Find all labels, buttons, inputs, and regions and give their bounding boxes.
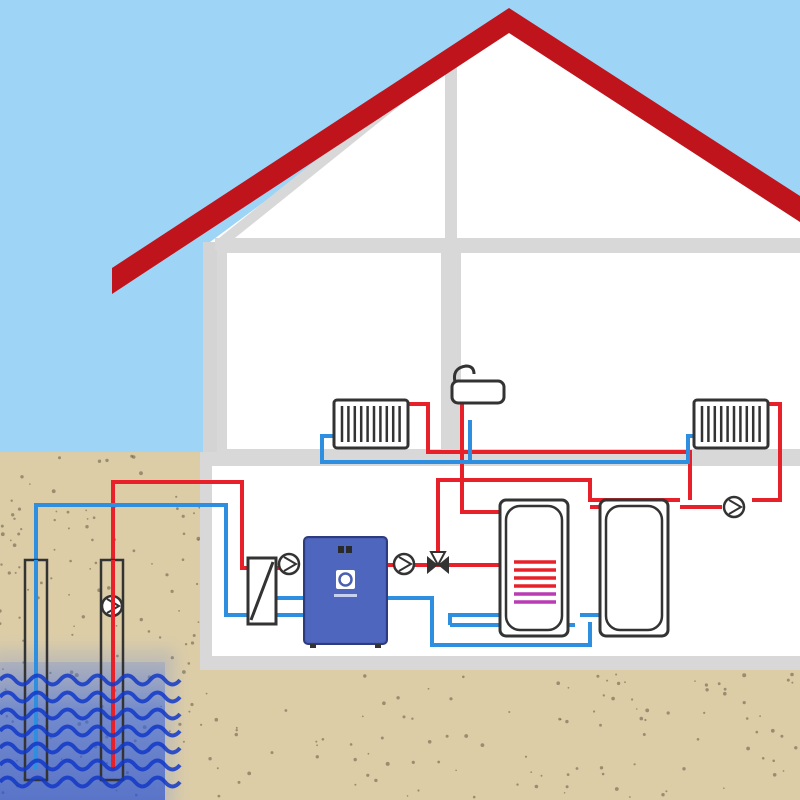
circulation-pump-icon	[392, 552, 416, 576]
roof	[112, 8, 800, 294]
heat-pump-unit-icon	[303, 536, 388, 648]
radiator-fins	[340, 406, 401, 442]
radiator-fins	[700, 406, 761, 442]
radiator-left	[332, 398, 410, 450]
hot-water-storage-tank-icon	[498, 498, 570, 638]
groundwater-glow	[0, 650, 175, 800]
groundwater-icon	[0, 673, 182, 789]
hp-return-pipe	[386, 596, 592, 647]
circulation-pump-icon	[277, 552, 301, 576]
buffer-tank-icon	[598, 498, 670, 638]
sink-tap-icon	[450, 364, 506, 405]
house-wall	[203, 20, 800, 459]
three-way-valve-icon	[427, 551, 449, 574]
circulation-pump-icon	[722, 495, 746, 519]
radiator-right	[692, 398, 770, 450]
well-1	[23, 558, 49, 782]
heating-coil	[514, 560, 556, 604]
heat-exchanger-icon	[246, 556, 278, 626]
